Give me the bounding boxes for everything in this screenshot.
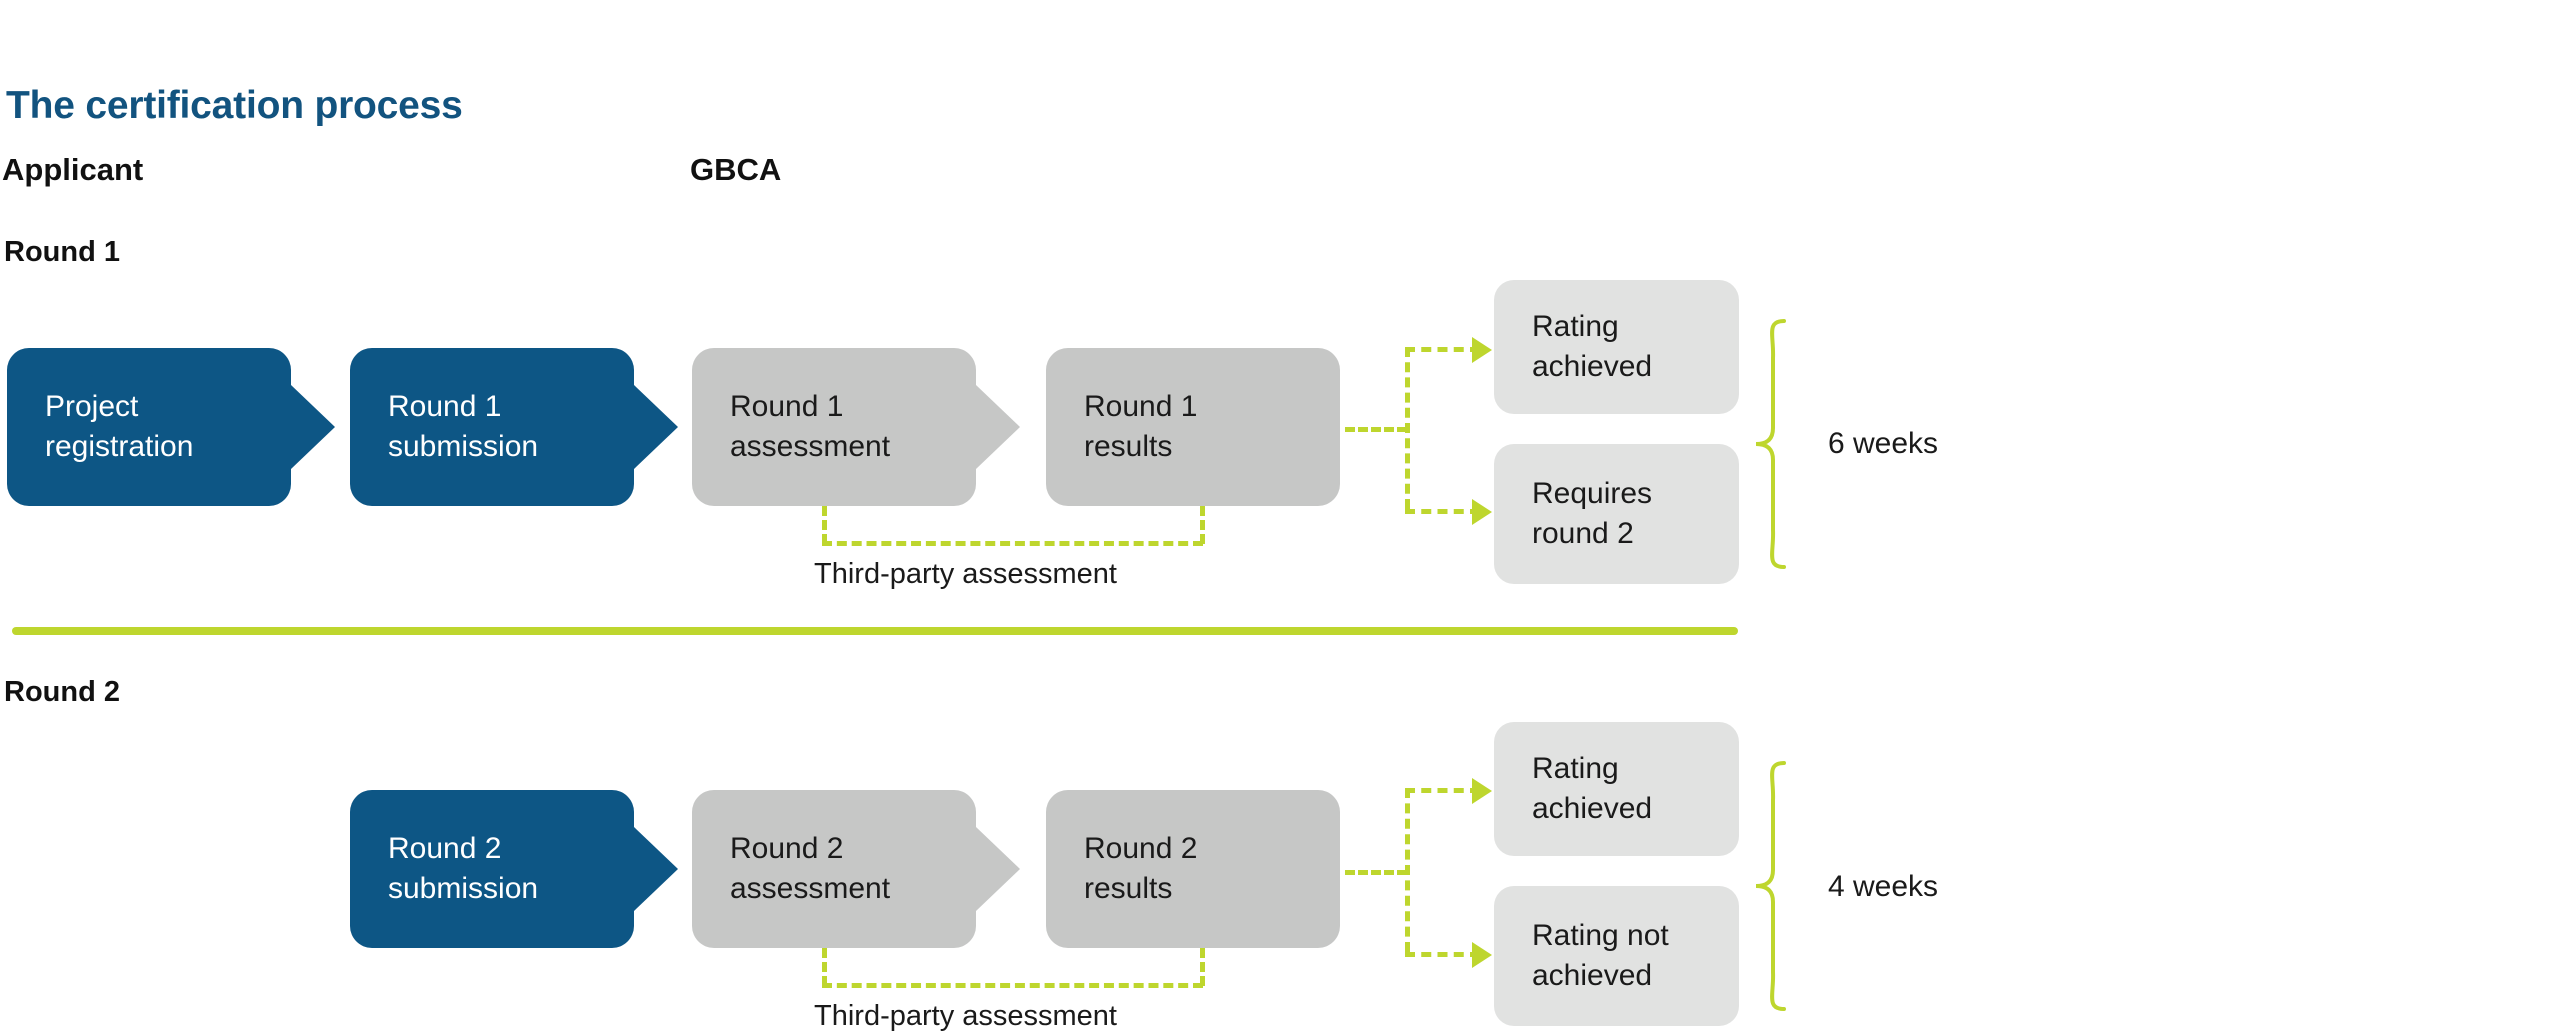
connector-r2-to-rating-not-achieved xyxy=(1405,952,1480,957)
third-party-r2-left-stem xyxy=(822,948,827,986)
outcome-requires-round-2-label: Requires round 2 xyxy=(1532,477,1653,550)
node-round-2-submission-label: Round 2 submission xyxy=(388,831,539,906)
chevron-right-icon xyxy=(634,385,678,469)
connector-r1-to-rating-achieved xyxy=(1405,347,1480,352)
third-party-r2-right-stem xyxy=(1200,948,1205,986)
third-party-r2-bracket xyxy=(822,983,1203,988)
node-round-1-assessment-label: Round 1 assessment xyxy=(730,389,891,464)
node-round-1-submission[interactable]: Round 1 submission xyxy=(350,348,678,506)
third-party-r1-left-stem xyxy=(822,506,827,544)
node-round-1-submission-label: Round 1 submission xyxy=(388,389,539,464)
node-round-2-results-label: Round 2 results xyxy=(1084,831,1198,906)
node-round-2-results[interactable]: Round 2 results xyxy=(1046,790,1340,948)
outcome-rating-achieved-round-2[interactable]: Rating achieved xyxy=(1494,722,1739,856)
outcome-requires-round-2[interactable]: Requires round 2 xyxy=(1494,444,1739,584)
connector-r1-split xyxy=(1405,347,1410,509)
arrow-head-icon xyxy=(1472,942,1492,968)
arrow-head-icon xyxy=(1472,778,1492,804)
duration-brace-round-2 xyxy=(1755,761,1786,1011)
node-project-registration[interactable]: Project registration xyxy=(7,348,335,506)
duration-brace-round-1 xyxy=(1755,319,1786,569)
duration-label-round-2: 4 weeks xyxy=(1828,870,1939,903)
outcome-rating-achieved-round-1[interactable]: Rating achieved xyxy=(1494,280,1739,414)
chevron-right-icon xyxy=(976,385,1020,469)
node-round-1-results[interactable]: Round 1 results xyxy=(1046,348,1340,506)
arrow-head-icon xyxy=(1472,499,1492,525)
connector-r2-results-out xyxy=(1345,870,1407,875)
outcome-rating-not-achieved-label: Rating not achieved xyxy=(1532,919,1669,992)
round-divider xyxy=(12,627,1738,635)
round-1-heading: Round 1 xyxy=(4,236,120,268)
round-2-heading: Round 2 xyxy=(4,676,120,708)
node-round-2-assessment-label: Round 2 assessment xyxy=(730,831,891,906)
node-project-registration-label: Project registration xyxy=(45,389,194,464)
page-title: The certification process xyxy=(6,84,463,127)
connector-r1-results-out xyxy=(1345,427,1407,432)
connector-r1-to-requires-round-2 xyxy=(1405,509,1480,514)
node-round-1-results-label: Round 1 results xyxy=(1084,389,1198,464)
outcome-rating-achieved-round-2-label: Rating achieved xyxy=(1532,752,1653,825)
connector-r2-to-rating-achieved xyxy=(1405,788,1480,793)
third-party-assessment-label-round-1: Third-party assessment xyxy=(814,558,1117,590)
lane-label-gbca: GBCA xyxy=(690,152,782,187)
connector-r2-split xyxy=(1405,788,1410,952)
third-party-r1-bracket xyxy=(822,541,1203,546)
outcome-rating-not-achieved[interactable]: Rating not achieved xyxy=(1494,886,1739,1026)
chevron-right-icon xyxy=(634,827,678,911)
node-round-2-assessment[interactable]: Round 2 assessment xyxy=(692,790,1020,948)
chevron-right-icon xyxy=(976,827,1020,911)
node-round-2-submission[interactable]: Round 2 submission xyxy=(350,790,678,948)
lane-label-applicant: Applicant xyxy=(2,152,144,187)
outcome-rating-achieved-round-1-label: Rating achieved xyxy=(1532,310,1653,383)
third-party-assessment-label-round-2: Third-party assessment xyxy=(814,1000,1117,1032)
arrow-head-icon xyxy=(1472,337,1492,363)
duration-label-round-1: 6 weeks xyxy=(1828,427,1939,460)
third-party-r1-right-stem xyxy=(1200,506,1205,544)
chevron-right-icon xyxy=(291,385,335,469)
node-round-1-assessment[interactable]: Round 1 assessment xyxy=(692,348,1020,506)
